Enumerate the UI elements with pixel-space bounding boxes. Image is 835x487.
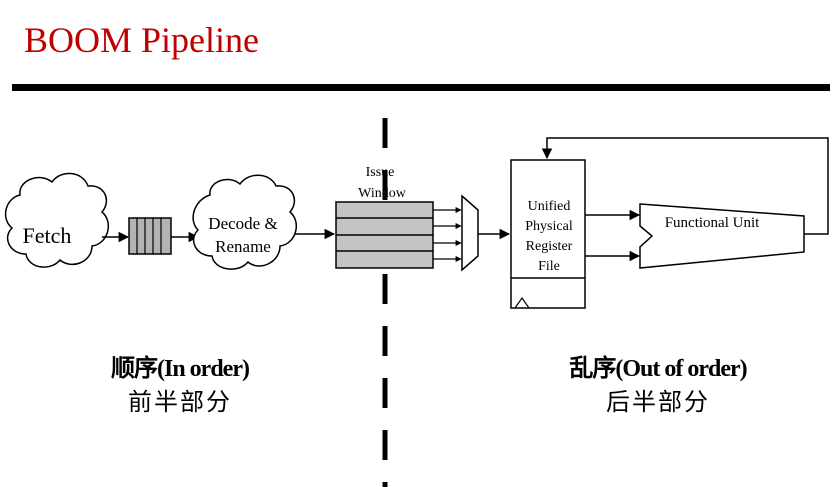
writeback-feedback-path [541, 137, 829, 235]
fetch-label: Fetch [23, 223, 72, 248]
out-of-order-subheading: 后半部分 [606, 389, 710, 416]
issue-window-label-line2: Window [358, 186, 407, 201]
issue-to-mux-arrows [433, 207, 462, 262]
functional-unit: Functional Unit [639, 203, 805, 269]
decode-label-line2: Rename [215, 237, 271, 256]
fetch-buffer [128, 217, 172, 255]
in-order-subheading: 前半部分 [128, 389, 232, 416]
fetch-cloud: Fetch [4, 172, 110, 268]
register-file: Unified Physical Register File [510, 159, 586, 309]
out-of-order-heading: 乱序(Out of order) [569, 354, 746, 382]
title-divider [12, 84, 830, 91]
issue-window [335, 201, 434, 269]
in-order-heading: 顺序(In order) [111, 354, 249, 382]
regfile-label-line2: Physical [525, 219, 573, 234]
regfile-label-line1: Unified [528, 199, 571, 214]
decode-label-line1: Decode & [208, 214, 277, 233]
functional-unit-label: Functional Unit [665, 215, 760, 231]
issue-window-label-line1: Issue [366, 165, 395, 180]
regfile-label-line3: Register [526, 239, 573, 254]
regfile-label-line4: File [538, 259, 560, 274]
page-title: BOOM Pipeline [24, 20, 260, 60]
issue-mux [461, 194, 479, 272]
decode-rename-cloud: Decode & Rename [192, 174, 298, 270]
